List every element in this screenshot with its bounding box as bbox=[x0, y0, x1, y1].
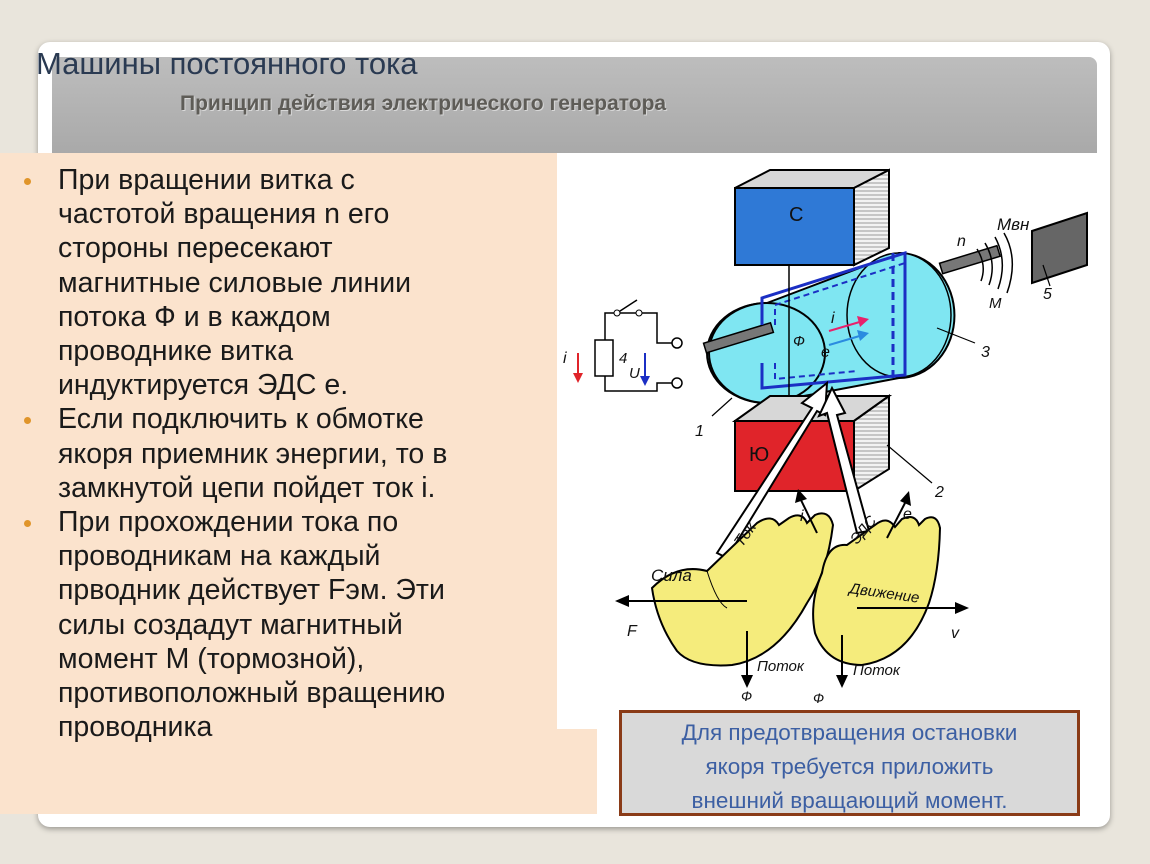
label-4: 4 bbox=[619, 350, 627, 367]
label-i-hand: i bbox=[800, 508, 804, 525]
bullet-line: силы создадут магнитный bbox=[58, 608, 403, 641]
label-mvn: Mвн bbox=[997, 215, 1030, 234]
bullet-marker-icon bbox=[24, 178, 31, 185]
bullet-item: Если подключить к обмотке якоря приемник… bbox=[22, 402, 567, 505]
drive-assembly: n Mвн M 5 bbox=[938, 211, 1088, 312]
armature: Ф i e 3 1 bbox=[695, 250, 990, 449]
label-i-coil: i bbox=[831, 310, 835, 327]
north-pole: С bbox=[734, 168, 890, 267]
bullet-line: Если подключить к обмотке bbox=[58, 403, 424, 436]
label-phi-right: Ф bbox=[813, 690, 824, 706]
label-u: U bbox=[629, 365, 640, 382]
bullet-line: момент М (тормозной), bbox=[58, 642, 365, 675]
note-line: якоря требуется приложить bbox=[705, 754, 994, 779]
pointer-arrows bbox=[715, 380, 871, 560]
bullet-marker-icon bbox=[24, 520, 31, 528]
bullet-line: стороны пересекают bbox=[58, 232, 333, 265]
label-3: 3 bbox=[981, 344, 990, 361]
label-e-coil: e bbox=[821, 344, 830, 361]
bullet-line: При вращении витка с bbox=[58, 164, 355, 196]
label-f: F bbox=[627, 623, 638, 640]
rule-arrows bbox=[615, 489, 969, 688]
bullet-list: При вращении витка с частотой вращения n… bbox=[22, 163, 567, 744]
note-line: внешний вращающий момент. bbox=[691, 788, 1008, 813]
bullet-item: При вращении витка с частотой вращения n… bbox=[22, 163, 567, 402]
label-v: v bbox=[951, 625, 960, 642]
south-pole-label: Ю bbox=[749, 444, 769, 466]
bullet-line: прводник действует Fэм. Эти bbox=[58, 574, 445, 607]
slide-title: Машины постоянного тока bbox=[36, 46, 418, 81]
label-i-circuit: i bbox=[563, 350, 567, 367]
generator-figure: С n Mвн M 5 bbox=[557, 153, 1097, 729]
slide-subtitle: Принцип действия электрического генерато… bbox=[180, 92, 667, 115]
bullet-line: При прохождении тока по bbox=[58, 506, 399, 539]
label-m: M bbox=[989, 295, 1002, 312]
north-pole-label: С bbox=[789, 204, 803, 226]
note-line: Для предотвращения остановки bbox=[681, 720, 1018, 745]
label-1: 1 bbox=[695, 423, 704, 440]
left-hand-rule bbox=[650, 512, 835, 667]
bullet-line: частотой вращения n его bbox=[58, 198, 390, 231]
generator-diagram: С n Mвн M 5 bbox=[563, 168, 1088, 706]
bullet-line: проводнике витка bbox=[58, 335, 294, 368]
bullets-panel bbox=[0, 153, 597, 814]
bullet-line: проводника bbox=[58, 711, 213, 744]
bullet-line: потока Ф и в каждом bbox=[58, 300, 331, 333]
bullet-line: якоря приемник энергии, то в bbox=[58, 437, 448, 470]
bullet-line: замкнутой цепи пойдет ток i. bbox=[58, 471, 436, 504]
label-sila: Сила bbox=[651, 566, 692, 585]
bullet-line: индуктируется ЭДС е. bbox=[58, 369, 349, 402]
label-potok-left: Поток bbox=[757, 658, 805, 675]
note-box: Для предотвращения остановки якоря требу… bbox=[619, 710, 1080, 816]
label-phi-flux: Ф bbox=[793, 333, 805, 350]
label-5: 5 bbox=[1043, 286, 1052, 303]
label-e-hand: e bbox=[903, 506, 912, 523]
label-potok-right: Поток bbox=[853, 662, 901, 679]
label-phi-left: Ф bbox=[741, 688, 752, 704]
bullet-line: магнитные силовые линии bbox=[58, 266, 412, 299]
header-band bbox=[52, 57, 1097, 154]
bullet-line: противоположный вращению bbox=[58, 677, 446, 710]
label-n: n bbox=[957, 233, 966, 250]
label-2: 2 bbox=[934, 484, 944, 501]
bullet-item: При прохождении тока по проводникам на к… bbox=[22, 505, 567, 744]
bullet-marker-icon bbox=[24, 417, 31, 425]
external-circuit: i 4 U bbox=[563, 299, 683, 392]
bullet-line: проводникам на каждый bbox=[58, 540, 381, 573]
right-hand-rule bbox=[812, 516, 942, 667]
